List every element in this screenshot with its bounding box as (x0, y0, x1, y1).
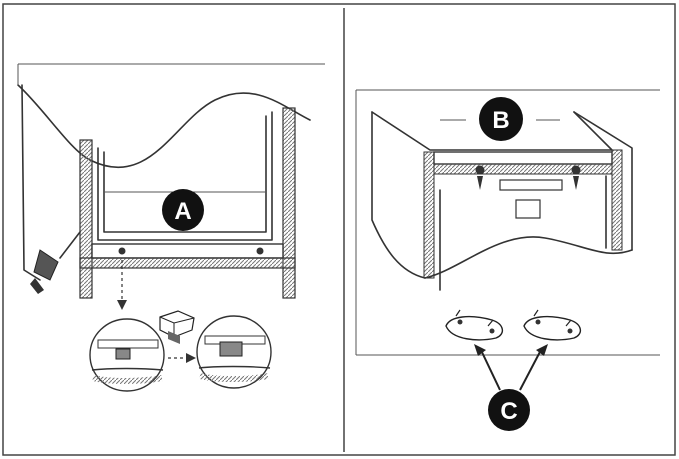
left-wall (79, 139, 93, 299)
detail-circle-before (89, 318, 165, 392)
callout-b: B (440, 97, 560, 141)
bracket-left-icon (445, 309, 503, 341)
handle-slot (499, 179, 563, 191)
top-cut-edge (17, 84, 311, 168)
clip-part-icon (159, 310, 195, 344)
leader-c-right (519, 347, 543, 391)
appliance-right-outline (573, 111, 633, 251)
leader-c-left (479, 347, 501, 391)
arrow-down-icon (573, 176, 579, 190)
arrow-up-left-icon (474, 344, 486, 356)
callout-a: A (162, 189, 204, 231)
outer-border (2, 3, 676, 456)
top-rail-hatch (433, 163, 613, 175)
appliance-top-outline (371, 111, 613, 151)
callout-c: C (488, 389, 530, 431)
rail-screw-b-right (571, 165, 581, 175)
callout-b-label: B (492, 107, 509, 134)
rail-screw-right (256, 247, 264, 255)
detail-circle-after (196, 315, 272, 389)
arrow-down-icon (117, 300, 127, 310)
inner-compartment (97, 111, 273, 241)
left-panel: A (17, 63, 325, 392)
right-strip-left (423, 151, 435, 279)
appliance-side-outline (371, 111, 426, 279)
bracket-right-icon (523, 309, 581, 341)
arrow-right-icon (186, 353, 196, 363)
arrow-down-icon (477, 176, 483, 190)
right-strip-right (611, 149, 623, 251)
arrow-up-right-icon (536, 344, 548, 356)
callout-c-label: C (500, 398, 517, 425)
door-hinge-icon (30, 231, 81, 294)
right-panel: B C (355, 89, 660, 431)
rail-screw-left (118, 247, 126, 255)
callout-a-label: A (174, 198, 191, 225)
top-rail (433, 151, 613, 165)
latch-block (515, 199, 541, 219)
bottom-cut-edge (424, 236, 633, 279)
right-wall (282, 107, 296, 299)
rail-screw-b-left (475, 165, 485, 175)
floor-strip (79, 257, 296, 269)
door-edge (21, 84, 41, 281)
